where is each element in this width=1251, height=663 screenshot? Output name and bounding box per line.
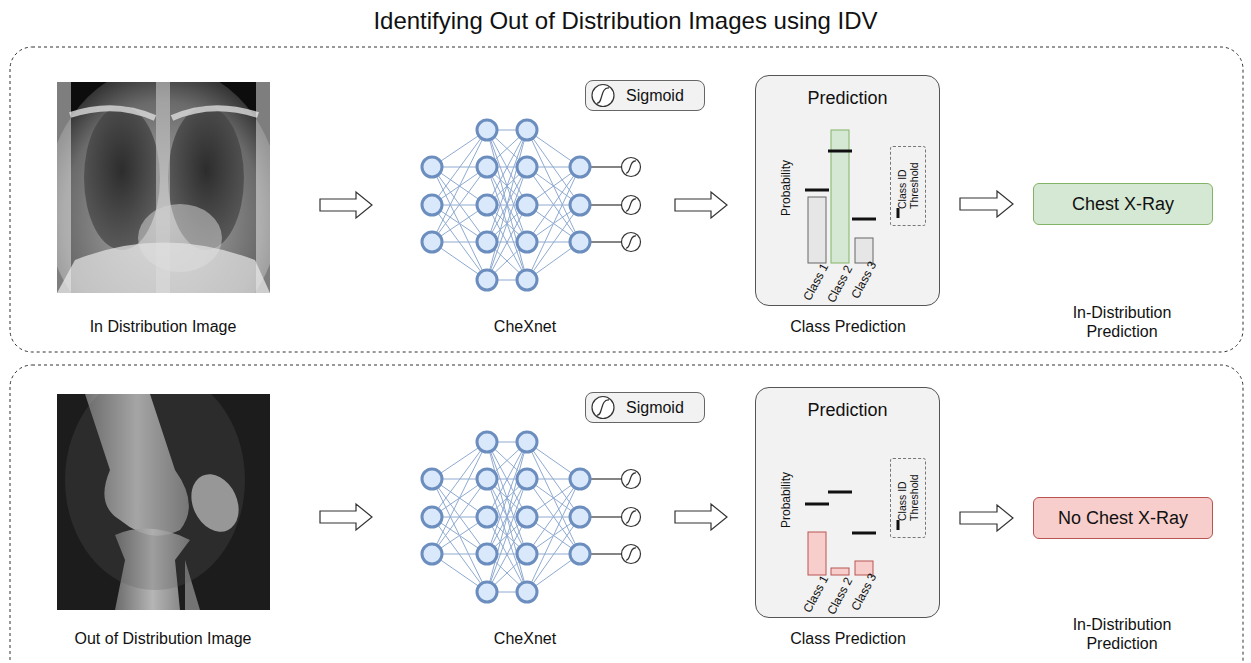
diagram-title: Identifying Out of Distribution Images u…: [0, 7, 1251, 35]
stage-caption: Class Prediction: [790, 629, 906, 648]
panel-heading: Prediction: [756, 400, 939, 421]
stage-caption: In-Distribution Prediction: [1052, 615, 1192, 653]
block-arrow: [960, 191, 1013, 217]
panel-outline: [10, 365, 1243, 663]
network-caption: CheXnet: [494, 317, 556, 336]
image-caption: Out of Distribution Image: [75, 629, 252, 648]
axis-label: Probability: [779, 472, 793, 528]
panel-fill: [755, 75, 940, 306]
threshold-key-label: Class ID Threshold: [896, 463, 920, 521]
chest-xray-image: [57, 82, 270, 293]
panel-fill: [755, 387, 940, 618]
knee-xray-image: [57, 394, 270, 610]
sigmoid-icon: [592, 85, 614, 419]
panel-heading: Prediction: [756, 88, 939, 109]
sigmoid-box: Sigmoid: [585, 80, 705, 111]
panel-outline: [10, 47, 1243, 352]
threshold-key: Class ID Threshold: [890, 146, 926, 226]
axis-label: Probability: [779, 160, 793, 216]
sigmoid-box: Sigmoid: [585, 392, 705, 423]
stage-caption: Class Prediction: [790, 317, 906, 336]
box-label: Sigmoid: [626, 399, 684, 417]
threshold-key-label: Class ID Threshold: [896, 151, 920, 209]
result-box-negative: No Chest X-Ray: [1033, 497, 1213, 539]
box-label: Chest X-Ray: [1072, 194, 1174, 215]
neural-network: [422, 120, 641, 602]
class-label: Class 3: [848, 259, 879, 301]
bar-chart: [805, 130, 898, 263]
image-caption: In Distribution Image: [90, 317, 237, 336]
stage-caption: In-Distribution Prediction: [1052, 303, 1192, 341]
box-label: No Chest X-Ray: [1058, 508, 1188, 529]
result-box-positive: Chest X-Ray: [1033, 183, 1213, 225]
network-caption: CheXnet: [494, 629, 556, 648]
threshold-key: Class ID Threshold: [890, 458, 926, 538]
panel-fill: [585, 80, 705, 111]
class-label: Class 3: [848, 571, 879, 613]
bar-chart: [805, 492, 898, 575]
panel-fill: [585, 392, 705, 423]
box-label: Sigmoid: [626, 87, 684, 105]
block-arrow: [960, 505, 1013, 531]
block-arrows: [320, 192, 727, 530]
